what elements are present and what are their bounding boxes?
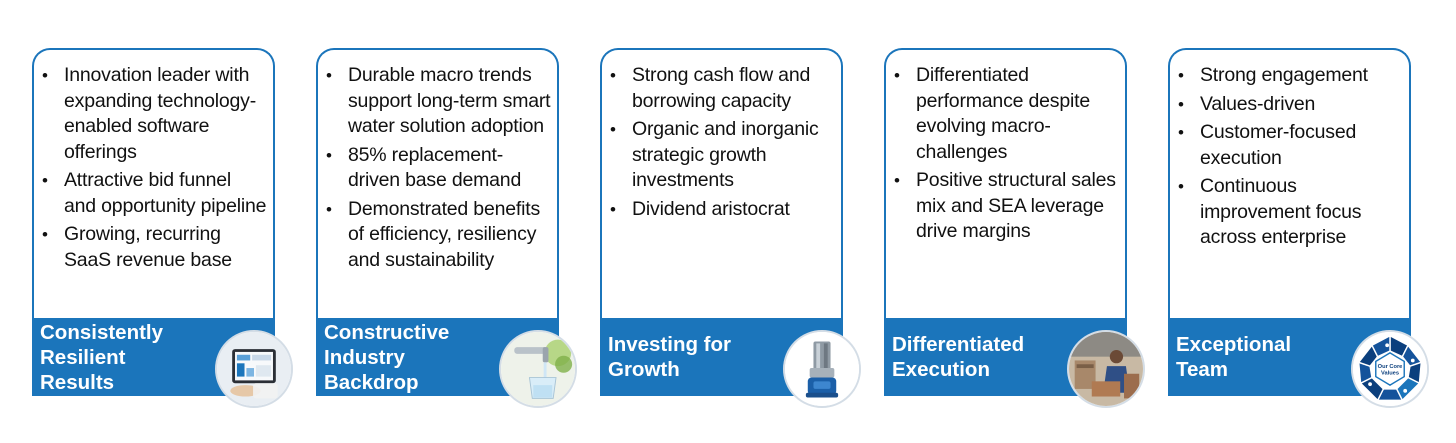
card-title: Consistently Resilient Results <box>40 318 205 396</box>
bullet-item: Dividend aristocrat <box>610 197 835 223</box>
bullet-item: Positive structural sales mix and SEA le… <box>894 168 1119 245</box>
card-title-banner: Investing for Growth <box>600 318 861 408</box>
card-title-line: Constructive <box>324 320 450 344</box>
pillar-card-4: Differentiated performance despite evolv… <box>884 48 1145 408</box>
card-title: Investing for Growth <box>608 318 773 396</box>
water-faucet-image <box>499 330 577 408</box>
card-content-box: Strong cash flow and borrowing capacity … <box>600 48 843 340</box>
bullet-item: 85% replacement-driven base demand <box>326 143 551 194</box>
card-title-line: Differentiated <box>892 333 1025 356</box>
bullet-list: Strong engagement Values-driven Customer… <box>1178 63 1403 254</box>
core-values-logo: Our Core Values <box>1351 330 1429 408</box>
card-title-line: Results <box>40 370 115 394</box>
card-title-line: Industry <box>324 345 405 369</box>
card-title-line: Exceptional <box>1176 333 1292 356</box>
bullet-item: Strong engagement <box>1178 63 1403 89</box>
bullet-item: Differentiated performance despite evolv… <box>894 63 1119 165</box>
bullet-item: Attractive bid funnel and opportunity pi… <box>42 168 267 219</box>
card-title-line: Investing for <box>608 333 732 356</box>
bullet-list: Innovation leader with expanding technol… <box>42 63 267 276</box>
tablet-dashboard-image <box>215 330 293 408</box>
card-title: Exceptional Team <box>1176 318 1341 396</box>
bullet-item: Durable macro trends support long-term s… <box>326 63 551 140</box>
pillar-card-5: Strong engagement Values-driven Customer… <box>1168 48 1429 408</box>
card-title-line: Growth <box>608 358 680 381</box>
meter-device-image <box>783 330 861 408</box>
bullet-item: Organic and inorganic strategic growth i… <box>610 117 835 194</box>
bullet-item: Values-driven <box>1178 92 1403 118</box>
card-title-line: Resilient <box>40 345 126 369</box>
core-values-text-1: Our Core <box>1378 364 1403 370</box>
bullet-item: Demonstrated benefits of efficiency, res… <box>326 197 551 274</box>
card-content-box: Durable macro trends support long-term s… <box>316 48 559 340</box>
bullet-item: Innovation leader with expanding technol… <box>42 63 267 165</box>
pillar-card-1: Innovation leader with expanding technol… <box>32 48 293 408</box>
bullet-list: Durable macro trends support long-term s… <box>326 63 551 276</box>
card-title-line: Execution <box>892 358 990 381</box>
bullet-item: Continuous improvement focus across ente… <box>1178 174 1403 251</box>
pillar-card-2: Durable macro trends support long-term s… <box>316 48 577 408</box>
card-title-banner: Differentiated Execution <box>884 318 1145 408</box>
card-title-line: Consistently <box>40 320 164 344</box>
bullet-item: Growing, recurring SaaS revenue base <box>42 222 267 273</box>
card-title-banner: Exceptional Team Our Core <box>1168 318 1429 408</box>
worker-warehouse-image <box>1067 330 1145 408</box>
bullet-item: Strong cash flow and borrowing capacity <box>610 63 835 114</box>
card-content-box: Differentiated performance despite evolv… <box>884 48 1127 340</box>
bullet-list: Strong cash flow and borrowing capacity … <box>610 63 835 225</box>
card-title: Differentiated Execution <box>892 318 1057 396</box>
card-title-banner: Constructive Industry Backdrop <box>316 318 577 408</box>
card-content-box: Innovation leader with expanding technol… <box>32 48 275 340</box>
bullet-item: Customer-focused execution <box>1178 120 1403 171</box>
bullet-list: Differentiated performance despite evolv… <box>894 63 1119 248</box>
card-title-banner: Consistently Resilient Results <box>32 318 293 408</box>
pillar-card-3: Strong cash flow and borrowing capacity … <box>600 48 861 408</box>
card-content-box: Strong engagement Values-driven Customer… <box>1168 48 1411 340</box>
card-title-line: Backdrop <box>324 370 419 394</box>
card-title: Constructive Industry Backdrop <box>324 318 489 396</box>
card-title-line: Team <box>1176 358 1229 381</box>
core-values-text-2: Values <box>1381 371 1399 377</box>
